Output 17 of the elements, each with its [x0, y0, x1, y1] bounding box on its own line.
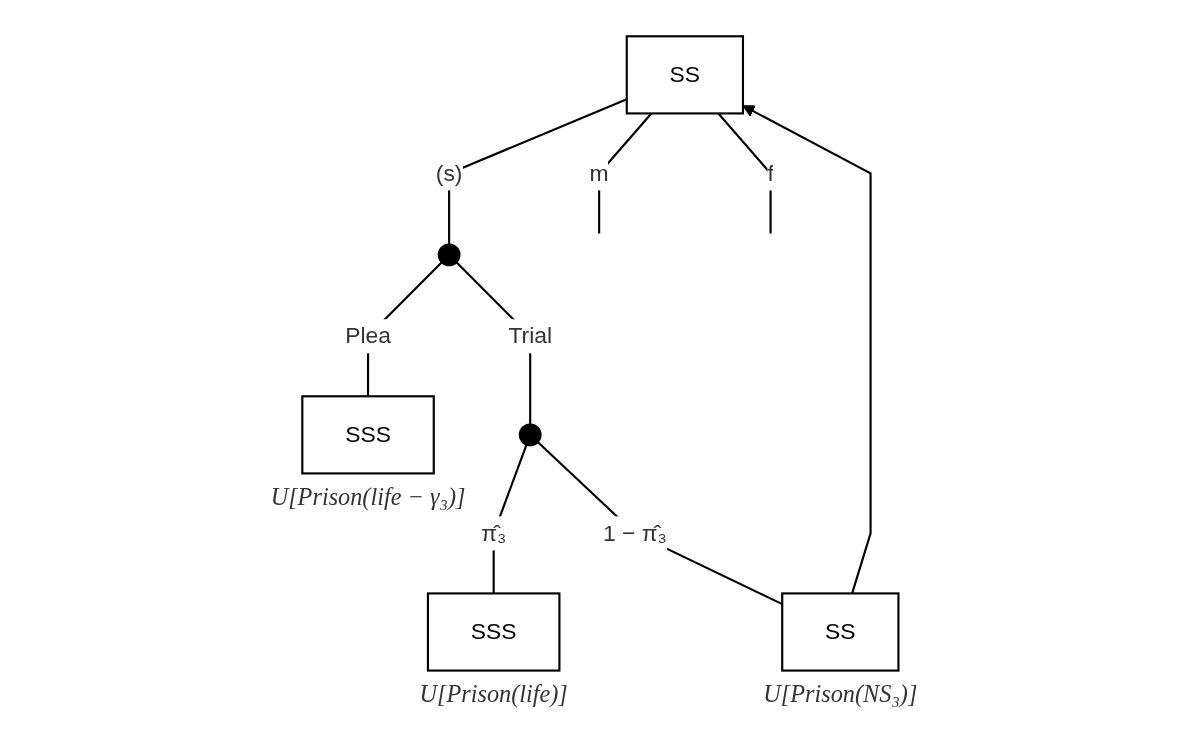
edge-label: 1 − π̂₃: [602, 520, 667, 545]
edge-label: π̂₃: [480, 520, 506, 545]
node-box: SSS: [300, 395, 435, 475]
node-box: SS: [780, 592, 899, 672]
node-circle: [437, 243, 461, 267]
edge-label: f: [766, 160, 774, 185]
payoff-label: U[Prison(life)]: [419, 680, 568, 707]
node-circle: [518, 423, 542, 447]
edge-label: Plea: [344, 323, 391, 348]
payoff-label: U[Prison(life − γ₃)]: [270, 482, 465, 510]
node-box: SSS: [426, 592, 560, 672]
connector: [447, 98, 627, 245]
edge-label: Trial: [507, 323, 552, 348]
edge-label: m: [589, 160, 609, 185]
edge-label: (s): [435, 160, 462, 185]
node-box: SS: [625, 35, 744, 115]
payoff-label: U[Prison(NS₃)]: [762, 680, 917, 707]
